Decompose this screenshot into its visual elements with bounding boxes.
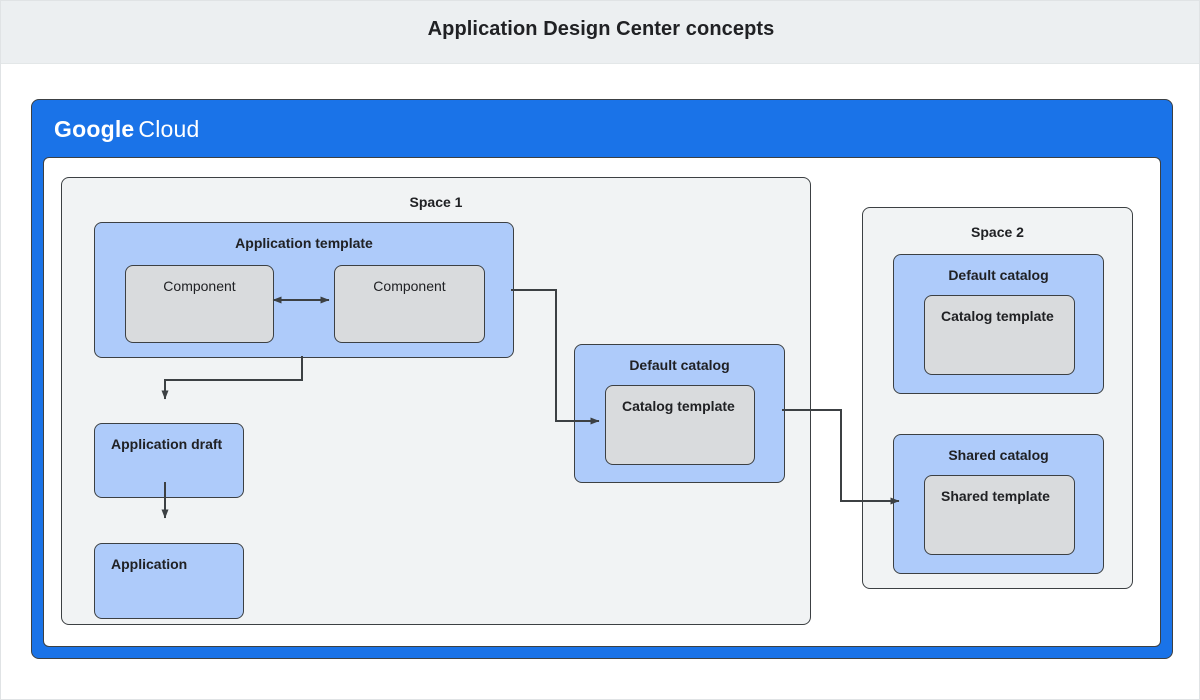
catalog-template-space-2-label: Catalog template: [941, 308, 1054, 324]
page-title: Application Design Center concepts: [427, 18, 775, 40]
space-1-container: Space 1 Application template Component C…: [61, 177, 811, 625]
google-cloud-logo-cloud: Cloud: [138, 116, 200, 142]
google-cloud-inner-area: Space 1 Application template Component C…: [43, 157, 1161, 647]
space-1-label: Space 1: [409, 194, 463, 210]
component-right-label: Component: [373, 278, 446, 294]
catalog-template-space-1-label: Catalog template: [622, 398, 735, 414]
default-catalog-space-1-label: Default catalog: [629, 357, 730, 373]
shared-template-box[interactable]: Shared template: [924, 475, 1075, 555]
default-catalog-space-2-box[interactable]: Default catalog Catalog template: [893, 254, 1104, 394]
application-template-box[interactable]: Application template Component Component: [94, 222, 514, 358]
default-catalog-space-1-box[interactable]: Default catalog Catalog template: [574, 344, 785, 483]
catalog-template-space-2-box[interactable]: Catalog template: [924, 295, 1075, 375]
google-cloud-logo-google: Google: [54, 116, 135, 142]
shared-catalog-box[interactable]: Shared catalog Shared template: [893, 434, 1104, 574]
component-left-label: Component: [163, 278, 236, 294]
component-right-box[interactable]: Component: [334, 265, 485, 343]
application-template-label: Application template: [235, 235, 373, 251]
component-left-box[interactable]: Component: [125, 265, 274, 343]
shared-catalog-label: Shared catalog: [948, 447, 1049, 463]
application-label: Application: [111, 556, 188, 572]
shared-template-label: Shared template: [941, 488, 1050, 504]
default-catalog-space-2-label: Default catalog: [948, 267, 1049, 283]
catalog-template-space-1-box[interactable]: Catalog template: [605, 385, 755, 465]
space-2-label: Space 2: [971, 224, 1024, 240]
space-2-container: Space 2 Default catalog Catalog template…: [862, 207, 1133, 589]
application-box[interactable]: Application: [94, 543, 244, 619]
application-draft-box[interactable]: Application draft: [94, 423, 244, 498]
header-band: [1, 1, 1199, 64]
application-draft-label: Application draft: [111, 436, 223, 452]
